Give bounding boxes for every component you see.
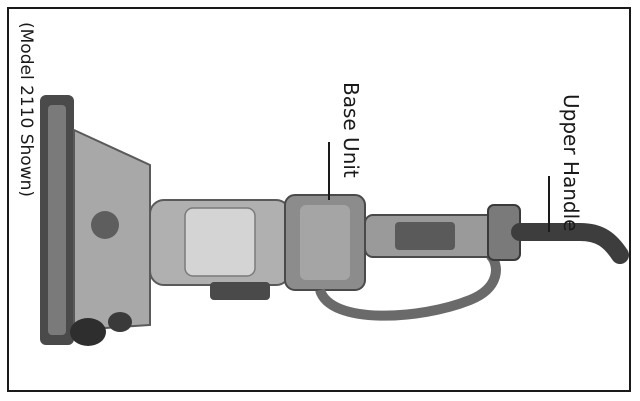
nozzle-pivot xyxy=(91,211,119,239)
base-unit-leader xyxy=(328,142,330,200)
nozzle-brush-bar xyxy=(48,105,66,335)
rear-wheel xyxy=(108,312,132,332)
base-unit-panel xyxy=(300,205,350,280)
base-unit-label: Base Unit xyxy=(339,82,363,178)
upper-handle xyxy=(511,223,629,264)
model-caption: (Model 2110 Shown) xyxy=(16,22,36,198)
upper-body-inset xyxy=(395,222,455,250)
hose xyxy=(315,251,501,321)
upper-handle-leader xyxy=(548,176,550,232)
canister-window xyxy=(184,207,256,277)
upper-handle-label: Upper Handle xyxy=(559,94,583,232)
canister-latch xyxy=(210,282,270,300)
front-wheel xyxy=(70,318,106,346)
